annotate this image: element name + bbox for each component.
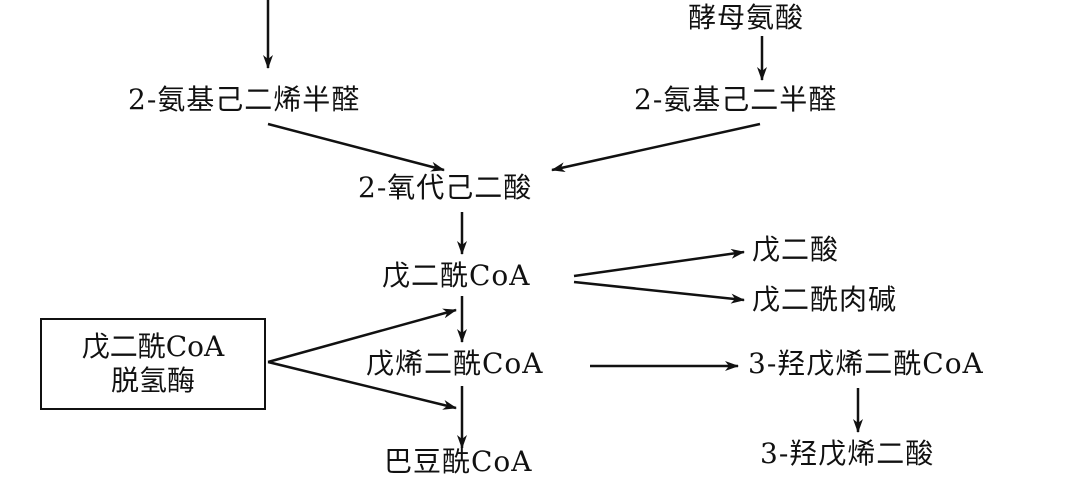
node-glutaryl-carnitine: 戊二酰肉碱 — [752, 283, 898, 316]
arrow-glutaryl-to-carnitine — [573, 280, 745, 304]
node-hydroxy-glutaconyl-coa: 3-羟戊烯二酰CoA — [748, 347, 984, 380]
enzyme-box-line1: 戊二酰CoA — [81, 330, 225, 363]
node-oxoadipate: 2-氧代己二酸 — [358, 171, 533, 204]
enzyme-box-line2: 脱氢酶 — [110, 363, 195, 397]
node-crotonyl-coa: 巴豆酰CoA — [384, 445, 533, 478]
arrow-aminohexadienal-to-oxoadipate — [267, 122, 445, 172]
node-glutaric-acid: 戊二酸 — [752, 233, 840, 266]
node-aminoadipic-semialdehyde: 2-氨基己二半醛 — [634, 83, 838, 116]
enzyme-box: 戊二酰CoA 脱氢酶 — [40, 318, 266, 410]
node-glutaryl-coa: 戊二酰CoA — [382, 259, 531, 292]
node-yeast-amino-acid: 酵母氨酸 — [688, 1, 805, 34]
arrow-enzyme-to-glutaryl-step — [267, 308, 457, 364]
arrow-glutaryl-to-glutaric — [573, 248, 745, 278]
node-hydroxy-glutaconic-acid: 3-羟戊烯二酸 — [760, 437, 935, 470]
pathway-arrows — [263, 0, 863, 449]
pathway-diagram: 酵母氨酸 2-氨基己二烯半醛 2-氨基己二半醛 2-氧代己二酸 戊二酰CoA 戊… — [40, 0, 984, 476]
node-aminohexadienal: 2-氨基己二烯半醛 — [128, 83, 361, 116]
arrow-semialdehyde-to-oxoadipate — [551, 122, 761, 173]
arrow-enzyme-to-crotonyl-step — [267, 360, 457, 410]
node-glutaconyl-coa: 戊烯二酰CoA — [366, 347, 544, 380]
